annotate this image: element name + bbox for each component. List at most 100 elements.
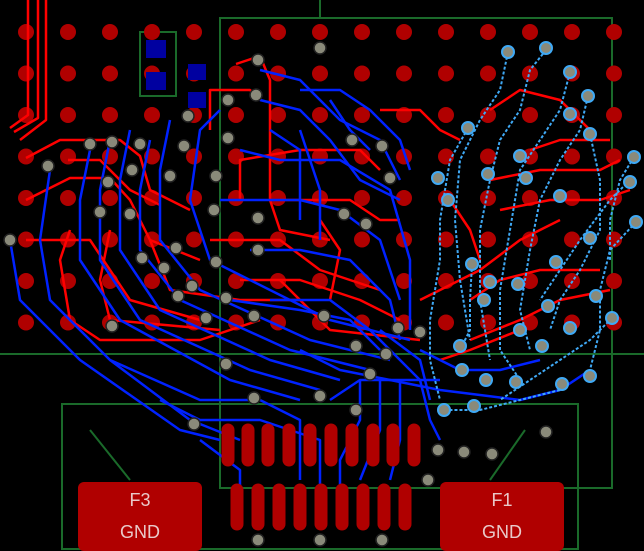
pad-f3-name: F3 xyxy=(129,490,150,510)
via-inner xyxy=(549,255,563,269)
top-pad xyxy=(522,273,538,289)
via xyxy=(187,417,201,431)
via xyxy=(485,447,499,461)
via xyxy=(379,347,393,361)
top-pad xyxy=(606,24,622,40)
top-pad xyxy=(18,65,34,82)
via xyxy=(221,131,235,145)
top-pad xyxy=(18,314,34,331)
via-inner xyxy=(513,149,527,163)
via xyxy=(251,53,265,67)
via xyxy=(337,207,351,221)
top-pad xyxy=(312,24,328,40)
top-pad xyxy=(438,24,454,40)
via-inner xyxy=(477,293,491,307)
via-inner xyxy=(481,167,495,181)
via xyxy=(349,403,363,417)
via xyxy=(123,207,137,221)
via xyxy=(345,133,359,147)
top-pad xyxy=(438,231,454,248)
connector-fingers xyxy=(221,423,421,531)
top-pad xyxy=(438,314,454,331)
via xyxy=(219,357,233,371)
pad-f3: F3 GND xyxy=(78,482,202,551)
via xyxy=(383,171,397,185)
via xyxy=(169,241,183,255)
top-pad xyxy=(102,24,118,40)
top-pad xyxy=(522,107,538,123)
via-inner xyxy=(535,339,549,353)
via-inner xyxy=(581,89,595,103)
top-pad xyxy=(18,148,34,165)
via-inner xyxy=(513,323,527,337)
top-pad xyxy=(144,24,160,40)
top-pad xyxy=(354,231,370,248)
via xyxy=(199,311,213,325)
via xyxy=(349,339,363,353)
via-inner xyxy=(541,299,555,313)
top-pad xyxy=(354,107,370,123)
top-pad xyxy=(480,231,496,248)
via-inner xyxy=(511,277,525,291)
via xyxy=(219,291,233,305)
top-pad xyxy=(60,107,76,123)
via xyxy=(171,289,185,303)
via xyxy=(209,255,223,269)
via-field xyxy=(3,41,643,547)
via-inner xyxy=(483,275,497,289)
top-pad xyxy=(102,190,118,206)
via xyxy=(359,217,373,231)
via-inner xyxy=(583,127,597,141)
via xyxy=(317,309,331,323)
top-pad xyxy=(480,24,496,40)
top-pad xyxy=(564,231,580,248)
via-inner xyxy=(539,41,553,55)
top-pad xyxy=(144,273,160,289)
top-pad xyxy=(564,148,580,165)
top-pad xyxy=(354,65,370,82)
top-pad xyxy=(186,24,202,40)
top-pad xyxy=(186,190,202,206)
via xyxy=(313,389,327,403)
via-inner xyxy=(605,311,619,325)
via xyxy=(41,159,55,173)
top-pad xyxy=(18,24,34,40)
top-pad xyxy=(102,107,118,123)
via-inner xyxy=(501,45,515,59)
via xyxy=(93,205,107,219)
top-pad xyxy=(60,24,76,40)
top-pad xyxy=(396,24,412,40)
top-pad xyxy=(18,190,34,206)
top-pad xyxy=(270,190,286,206)
via xyxy=(163,169,177,183)
via-inner xyxy=(553,189,567,203)
top-pad xyxy=(480,148,496,165)
via xyxy=(249,88,263,102)
via-inner xyxy=(441,193,455,207)
via xyxy=(247,391,261,405)
via-inner xyxy=(563,321,577,335)
via xyxy=(363,367,377,381)
top-pad xyxy=(354,24,370,40)
via xyxy=(209,169,223,183)
top-pad xyxy=(480,65,496,82)
via xyxy=(207,203,221,217)
via xyxy=(391,321,405,335)
top-pad xyxy=(60,65,76,82)
via-inner xyxy=(453,339,467,353)
top-pad xyxy=(354,190,370,206)
top-pad xyxy=(102,65,118,82)
via xyxy=(313,41,327,55)
via xyxy=(375,139,389,153)
via xyxy=(3,233,17,247)
via-inner xyxy=(509,375,523,389)
top-pad xyxy=(354,148,370,165)
top-pad xyxy=(144,107,160,123)
pad-f3-net: GND xyxy=(120,522,160,542)
via xyxy=(133,137,147,151)
top-pad xyxy=(606,273,622,289)
via xyxy=(221,93,235,107)
top-pad xyxy=(270,148,286,165)
pad-f1: F1 GND xyxy=(440,482,564,551)
